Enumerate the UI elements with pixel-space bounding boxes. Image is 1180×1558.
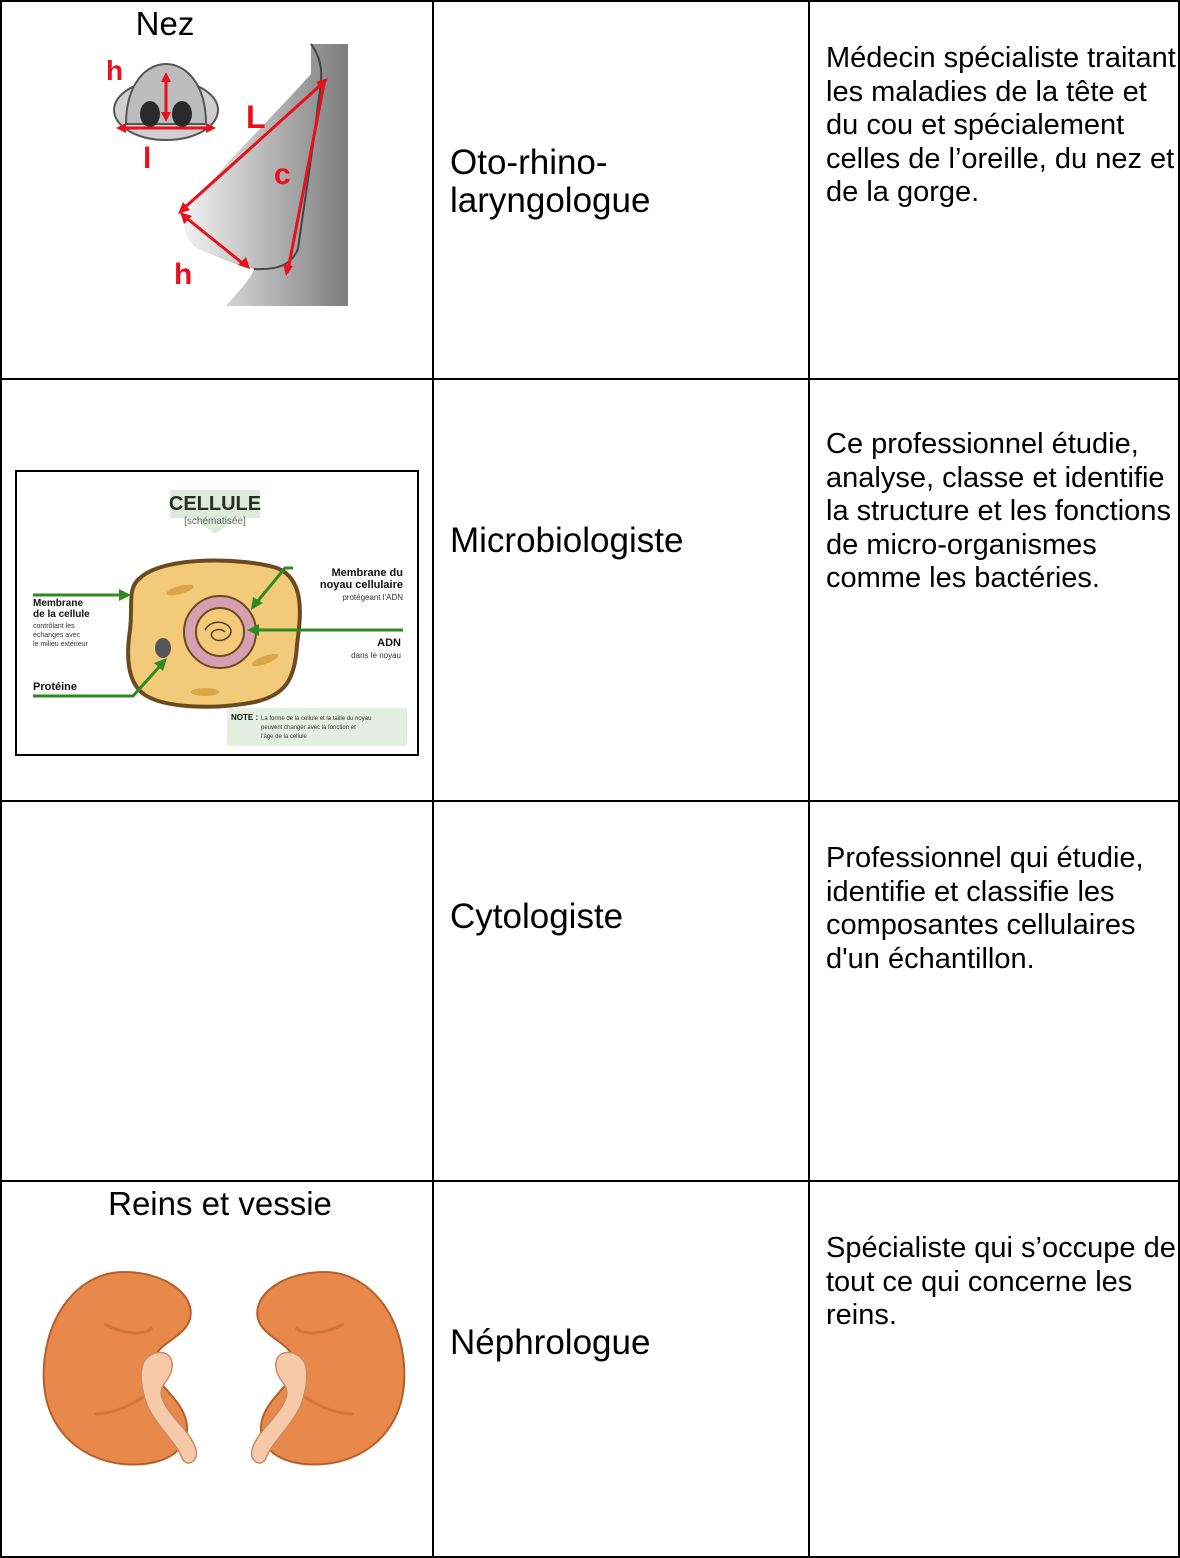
label-h-bottom: h (174, 258, 192, 291)
table-border-row1 (0, 378, 1180, 380)
description-oto-rhino: Médecin spécialiste traitant les maladie… (826, 42, 1176, 208)
cell-title: CELLULE (169, 493, 261, 515)
table-border-top (0, 0, 1180, 2)
label-proteine: Protéine (33, 681, 77, 693)
table-border-row2 (0, 800, 1180, 802)
label-membrane-noyau-3: protégeant l'ADN (342, 593, 403, 602)
table-border-col2 (808, 0, 810, 1558)
profession-cytologiste: Cytologiste (450, 897, 624, 936)
description-nephrologue: Spécialiste qui s’occupe de tout ce qui … (826, 1232, 1176, 1331)
kidneys-illustration (42, 1270, 406, 1466)
description-cytologiste: Professionnel qui étudie, identifie et c… (826, 842, 1144, 975)
label-membrane-cellule-3: contrôlant les (33, 623, 75, 630)
nose-illustration: h l L c h (86, 43, 348, 306)
cell-subtitle: [schématisée] (184, 516, 246, 527)
label-membrane-cellule-5: le milieu extérieur (33, 641, 89, 648)
cell-diagram: CELLULE [schématisée] Membrane du noyau … (15, 470, 419, 756)
table-border-left (0, 0, 2, 1558)
table-border-col1 (432, 0, 434, 1558)
label-membrane-cellule-1: Membrane (33, 598, 83, 609)
label-adn-1: ADN (377, 637, 401, 649)
profession-oto-rhino: Oto-rhino- laryngologue (450, 143, 651, 220)
table-border-row3 (0, 1180, 1180, 1182)
label-h-top: h (106, 55, 123, 86)
table-border-bottom (0, 1556, 1180, 1558)
label-L: L (246, 99, 266, 135)
label-adn-2: dans le noyau (351, 651, 401, 660)
label-membrane-noyau-2: noyau cellulaire (320, 579, 403, 591)
profession-nephrologue: Néphrologue (450, 1323, 651, 1362)
note-line-3: l'âge de la cellule (261, 734, 308, 740)
note-line-2: peuvent changer avec la fonction et (261, 725, 356, 731)
table-border-right (1178, 0, 1180, 1558)
label-membrane-cellule-2: de la cellule (33, 609, 90, 620)
profession-microbiologiste: Microbiologiste (450, 521, 684, 560)
kidneys-caption: Reins et vessie (108, 1185, 332, 1222)
description-microbiologiste: Ce professionnel étudie, analyse, classe… (826, 428, 1171, 594)
label-membrane-noyau-1: Membrane du (331, 567, 403, 579)
label-c: c (274, 158, 291, 191)
label-l: l (143, 142, 151, 175)
note-line-1: La forme de la cellule et la taille du n… (261, 716, 371, 722)
note-label: NOTE : (231, 713, 258, 722)
nose-caption: Nez (135, 5, 195, 42)
label-membrane-cellule-4: échanges avec (33, 632, 81, 639)
